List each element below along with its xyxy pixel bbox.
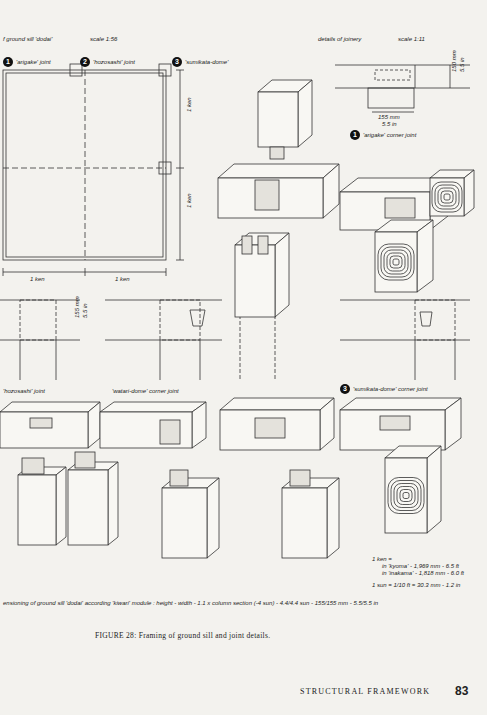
timber-stroke xyxy=(381,247,411,277)
timber-stroke xyxy=(444,194,450,200)
timber-stroke xyxy=(88,402,100,448)
drawing-label: f ground sill 'dodai' xyxy=(3,36,52,43)
timber-stroke xyxy=(18,475,56,545)
timber-stroke xyxy=(391,481,421,511)
callout-number: 1 xyxy=(350,130,360,140)
timber-stroke xyxy=(427,446,441,533)
drawing-label: 'arigake' corner joint xyxy=(363,132,416,139)
timber-stroke xyxy=(432,182,462,212)
drawing-label: 'sumikata-dome' corner joint xyxy=(353,386,428,393)
timber-stroke xyxy=(162,488,207,558)
page-number: 83 xyxy=(455,685,468,698)
drawing-label: 1 ken xyxy=(30,276,45,283)
timber-stroke xyxy=(100,412,192,448)
timber-stroke xyxy=(255,418,285,438)
drawing-label: 5.5 in xyxy=(382,121,397,128)
timber-stroke xyxy=(385,198,415,218)
timber-stroke xyxy=(218,178,323,218)
timber-stroke xyxy=(160,420,180,444)
timber-stroke xyxy=(235,245,275,317)
drawing-label: in 'inakama' - 1,818 mm - 6.0 ft xyxy=(382,570,464,577)
timber-stroke xyxy=(220,410,320,450)
timber-stroke xyxy=(393,259,399,265)
drawing-label: 1 ken = xyxy=(372,556,392,563)
timber-stroke xyxy=(220,398,334,410)
drawing-label: scale 1:11 xyxy=(398,36,425,43)
timber-stroke xyxy=(68,470,108,545)
callout-number: 3 xyxy=(172,57,182,67)
drawing-label: 1 sun = 1/10 ft = 30.3 mm - 1.2 in xyxy=(372,582,460,589)
timber-stroke xyxy=(56,467,66,545)
drawing-label: ensioning of ground sill 'dodai' accordi… xyxy=(3,600,378,607)
figure-caption: FIGURE 28: Framing of ground sill and jo… xyxy=(95,632,270,640)
timber-stroke xyxy=(75,452,95,468)
drawing-label: 'watari-dome' corner joint xyxy=(112,388,179,395)
timber-stroke xyxy=(0,412,88,448)
timber-stroke xyxy=(380,416,410,430)
drawing-label: 155 mm xyxy=(74,296,81,318)
timber-stroke xyxy=(275,233,289,317)
timber-stroke xyxy=(441,191,453,203)
timber-stroke xyxy=(282,488,327,558)
timber-stroke xyxy=(435,185,459,209)
drawing-label: scale 1:56 xyxy=(90,36,117,43)
timber-stroke xyxy=(464,170,474,216)
timber-stroke xyxy=(290,470,310,486)
timber-stroke xyxy=(394,484,418,508)
drawing-label: 'sumikata-dome' xyxy=(185,59,228,66)
timber-stroke xyxy=(298,80,312,147)
timber-stroke xyxy=(327,478,339,558)
callout-number: 3 xyxy=(340,384,350,394)
timber-stroke xyxy=(0,402,100,412)
drawing-label: 1 ken xyxy=(115,276,130,283)
drawing-label: details of joinery xyxy=(318,36,361,43)
drawing-label: 155 mm xyxy=(378,114,400,121)
drawing-label: 150 mm xyxy=(451,50,458,72)
callout-number: 1 xyxy=(3,57,13,67)
timber-stroke xyxy=(242,236,252,254)
timber-stroke xyxy=(385,458,427,533)
drawing-label: 'hozosashi' joint xyxy=(3,388,45,395)
timber-stroke xyxy=(417,220,433,292)
timber-stroke xyxy=(390,256,402,268)
timber-stroke xyxy=(400,490,412,502)
timber-stroke xyxy=(218,164,339,178)
drawing-label: 'arigake' joint xyxy=(16,59,51,66)
callout-number: 2 xyxy=(80,57,90,67)
timber-stroke xyxy=(384,250,408,274)
drawing-label: 5.5 in xyxy=(82,303,89,318)
drawing-label: 1 ken xyxy=(186,97,193,112)
timber-stroke xyxy=(388,478,424,514)
timber-stroke xyxy=(255,180,279,210)
timber-stroke xyxy=(22,458,44,474)
timber-stroke xyxy=(375,232,417,292)
timber-stroke xyxy=(323,164,339,218)
timber-stroke xyxy=(430,178,464,216)
timber-stroke xyxy=(30,418,52,428)
timber-stroke xyxy=(378,244,414,280)
drawing-label: in 'kyoma' - 1,969 mm - 6.5 ft xyxy=(382,563,459,570)
timber-stroke xyxy=(258,92,298,147)
running-footer: STRUCTURAL FRAMEWORK xyxy=(300,688,430,697)
drawing-label: 5.5 in xyxy=(459,57,466,72)
timber-stroke xyxy=(100,402,206,412)
timber-stroke xyxy=(207,478,219,558)
timber-stroke xyxy=(320,398,334,450)
timber-stroke xyxy=(108,462,118,545)
timber-stroke xyxy=(397,487,415,505)
timber-stroke xyxy=(270,147,284,159)
timber-stroke xyxy=(340,410,445,450)
timber-stroke xyxy=(445,398,461,450)
timber-stroke xyxy=(438,188,456,206)
timber-stroke xyxy=(340,398,461,410)
drawing-label: 'hozosashi' joint xyxy=(93,59,135,66)
timber-stroke xyxy=(192,402,206,448)
timber-stroke xyxy=(258,236,268,254)
timber-stroke xyxy=(170,470,188,486)
drawing-label: 1 ken xyxy=(186,193,193,208)
timber-stroke xyxy=(403,493,409,499)
timber-stroke xyxy=(387,253,405,271)
